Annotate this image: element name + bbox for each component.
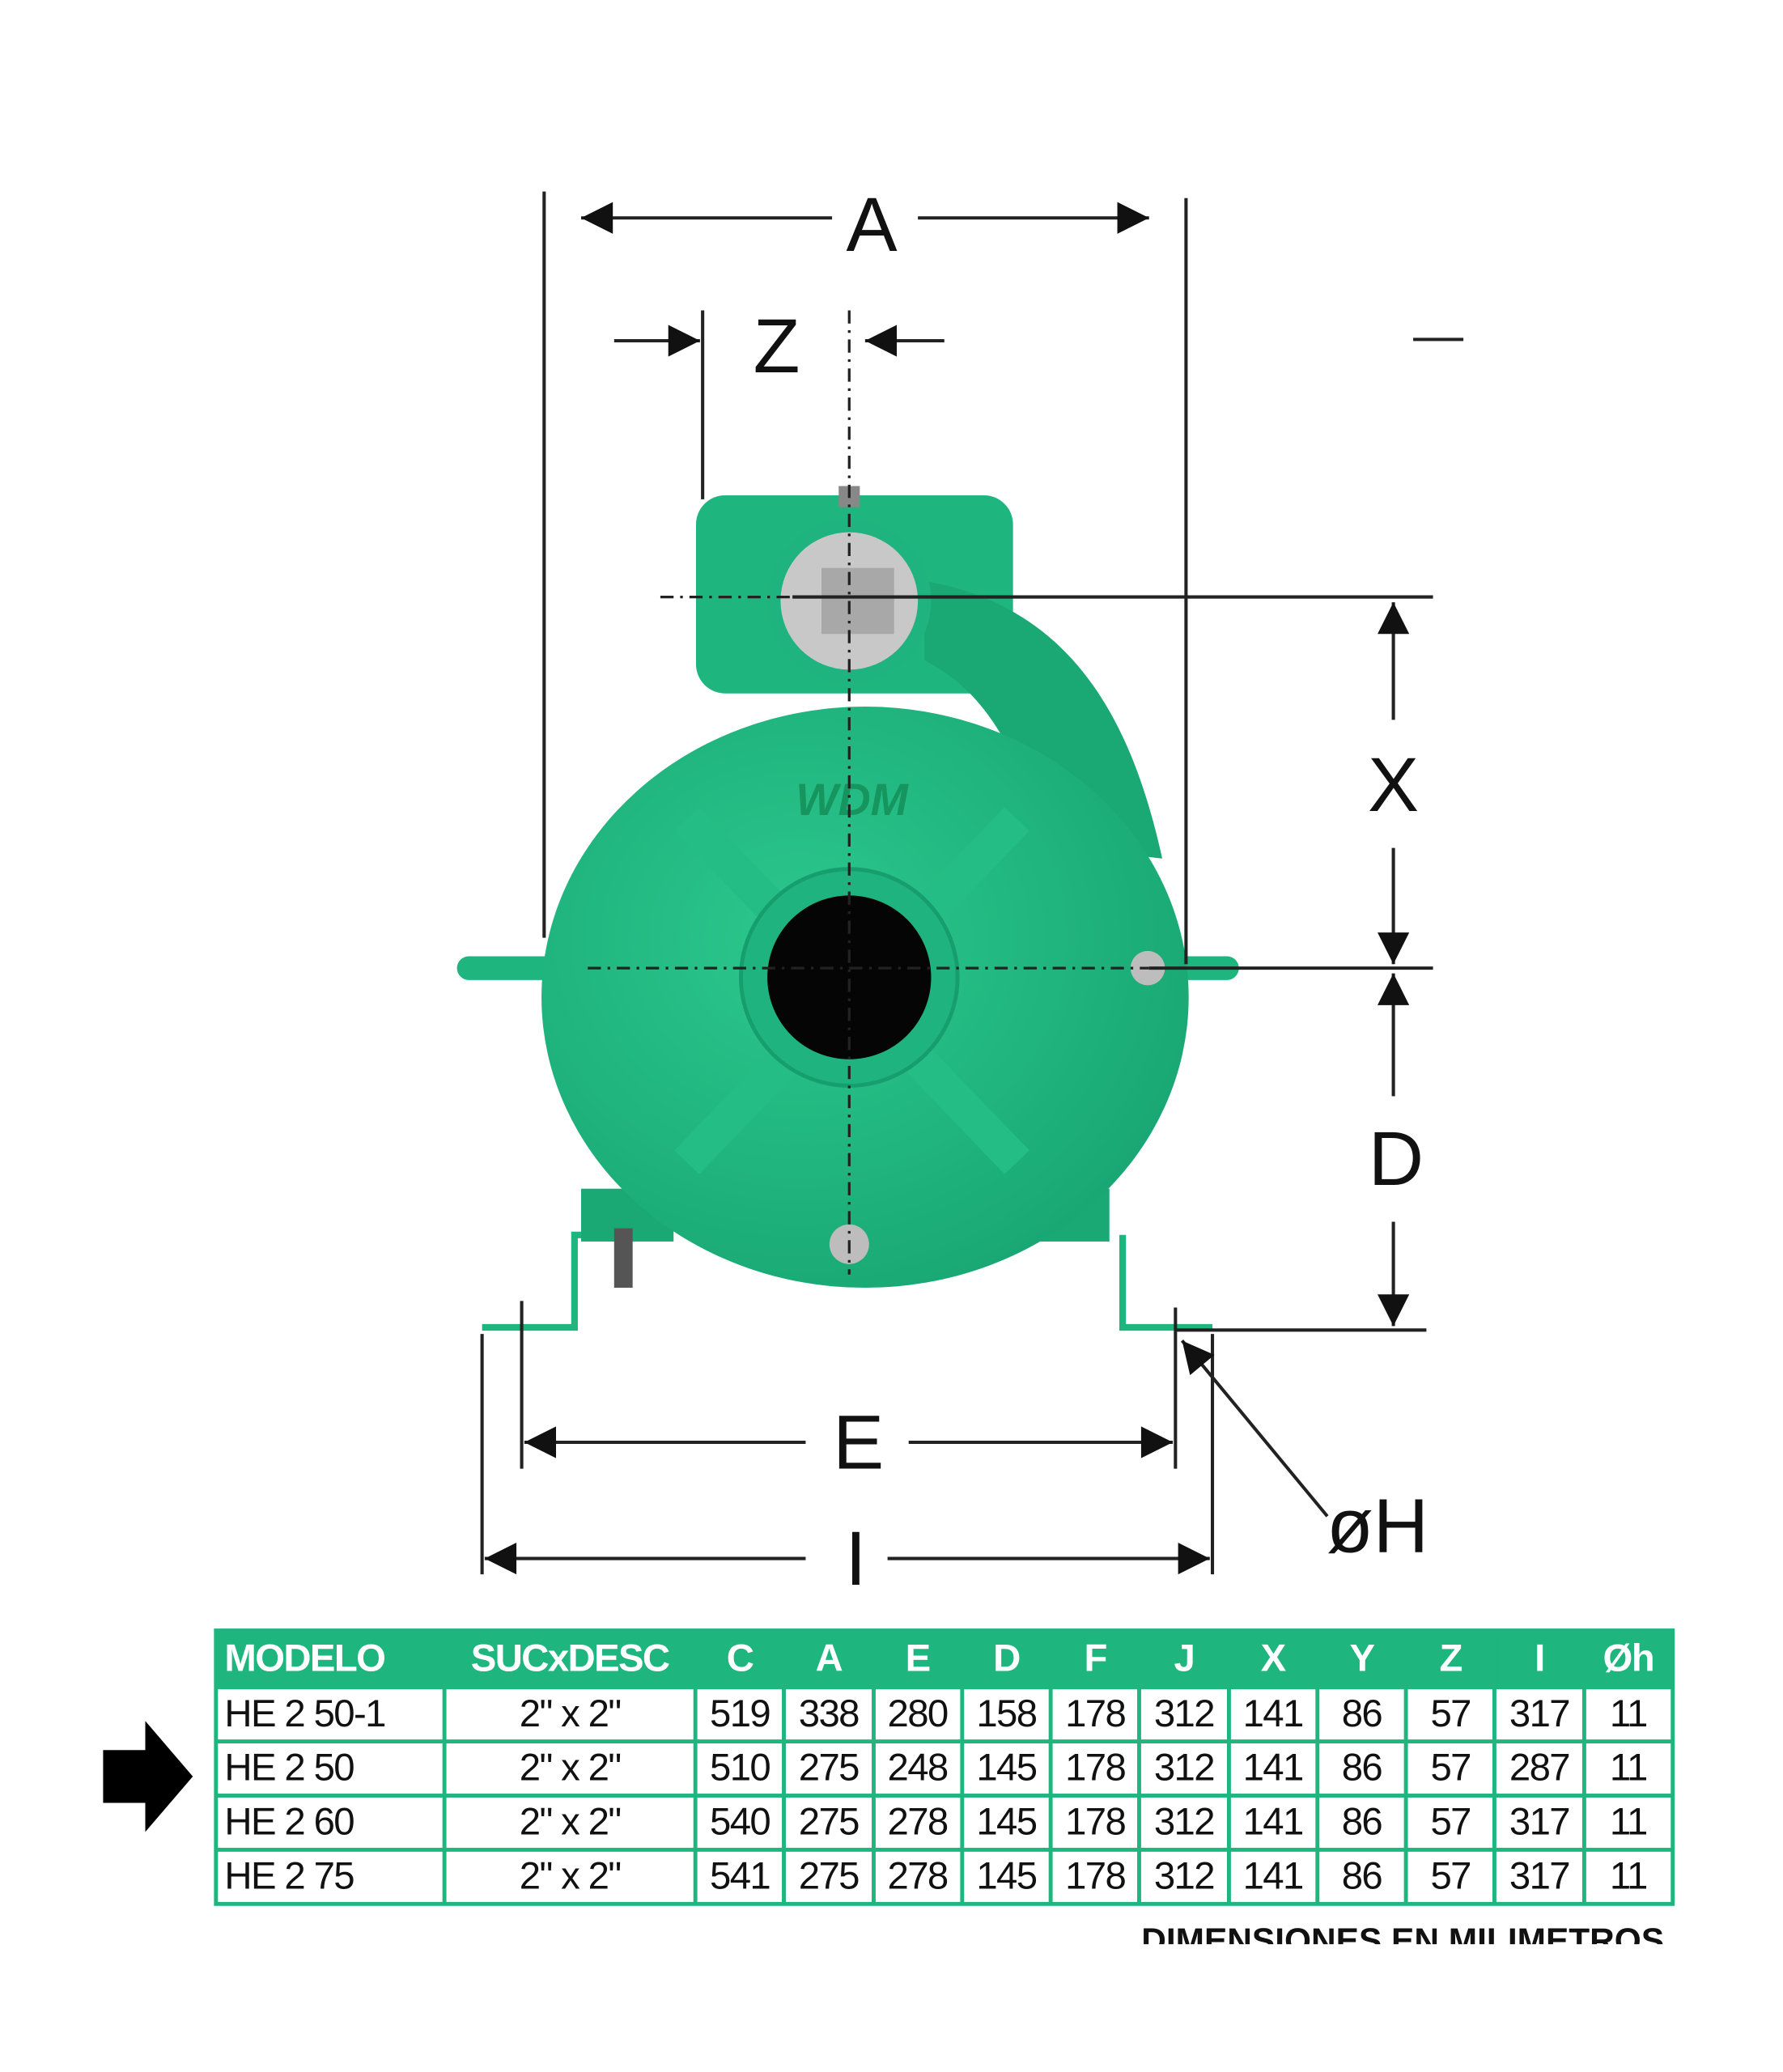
table-cell: 275 [786,1797,872,1848]
table-cell: 11 [1586,1743,1671,1794]
table-cell: 541 [697,1851,783,1902]
dim-label-e: E [833,1400,884,1486]
table-cell: HE 2 50 [218,1743,443,1794]
table-cell: 2" x 2" [446,1797,694,1848]
table-cell: 178 [1052,1743,1138,1794]
header-modelo: MODELO [218,1632,443,1686]
table-cell: 141 [1230,1797,1316,1848]
table-cell: 57 [1407,1689,1493,1740]
table-cell: 141 [1230,1851,1316,1902]
table-cell: 178 [1052,1797,1138,1848]
table-cell: HE 2 50-1 [218,1689,443,1740]
header-y: Y [1318,1632,1404,1686]
table-cell: 312 [1141,1743,1227,1794]
dimensions-table: MODELO SUCxDESC C A E D F J X Y Z I Øh H… [214,1628,1675,1906]
table-cell: 86 [1318,1743,1404,1794]
header-c: C [697,1632,783,1686]
table-cell: 11 [1586,1797,1671,1848]
table-cell: 178 [1052,1689,1138,1740]
table-cell: 86 [1318,1797,1404,1848]
table-cell: 57 [1407,1797,1493,1848]
pump-illustration: WDM [456,486,1239,1331]
units-note: DIMENSIONES EN MILIMETROS [1141,1920,1665,1945]
table-cell: HE 2 75 [218,1851,443,1902]
table-cell: 145 [963,1743,1049,1794]
table-cell: 158 [963,1689,1049,1740]
dim-label-z: Z [754,304,800,389]
table-cell: 57 [1407,1851,1493,1902]
table-cell: 278 [875,1797,961,1848]
table-cell: 519 [697,1689,783,1740]
header-e: E [875,1632,961,1686]
table-cell: 2" x 2" [446,1743,694,1794]
table-cell: 312 [1141,1851,1227,1902]
table-cell: 141 [1230,1689,1316,1740]
dim-label-h: øH [1327,1483,1429,1569]
table-cell: 510 [697,1743,783,1794]
dim-label-a: A [846,182,897,268]
table-cell: 312 [1141,1689,1227,1740]
header-sucxdesc: SUCxDESC [446,1632,694,1686]
header-x: X [1230,1632,1316,1686]
table-cell: 141 [1230,1743,1316,1794]
center-lines [588,310,1149,1275]
dim-label-d: D [1369,1116,1424,1202]
header-z: Z [1407,1632,1493,1686]
table-cell: 275 [786,1743,872,1794]
header-f: F [1052,1632,1138,1686]
brand-mark: WDM [796,775,909,825]
table-cell: 338 [786,1689,872,1740]
table-cell: 540 [697,1797,783,1848]
table-cell: 278 [875,1851,961,1902]
table-cell: 178 [1052,1851,1138,1902]
table-cell: 317 [1496,1689,1582,1740]
header-a: A [786,1632,872,1686]
table-header-row: MODELO SUCxDESC C A E D F J X Y Z I Øh [218,1632,1671,1686]
table-cell: 11 [1586,1689,1671,1740]
table-cell: 86 [1318,1689,1404,1740]
table-cell: 2" x 2" [446,1689,694,1740]
header-d: D [963,1632,1049,1686]
dim-label-x: X [1368,742,1419,828]
table-cell: 317 [1496,1797,1582,1848]
table-cell: 280 [875,1689,961,1740]
table-cell: 145 [963,1797,1049,1848]
table-cell: 312 [1141,1797,1227,1848]
table-cell: HE 2 60 [218,1797,443,1848]
table-cell: 57 [1407,1743,1493,1794]
table-cell: 145 [963,1851,1049,1902]
dim-label-i: I [845,1516,866,1602]
table-cell: 248 [875,1743,961,1794]
table-cell: 2" x 2" [446,1851,694,1902]
header-j: J [1141,1632,1227,1686]
table-cell: 317 [1496,1851,1582,1902]
dimension-lines [480,191,1464,1575]
row-pointer-arrow-icon [103,1721,193,1832]
table-cell: 11 [1586,1851,1671,1902]
table-cell: 86 [1318,1851,1404,1902]
table-cell: 275 [786,1851,872,1902]
table-cell: 287 [1496,1743,1582,1794]
header-oh: Øh [1586,1632,1671,1686]
header-i: I [1496,1632,1582,1686]
